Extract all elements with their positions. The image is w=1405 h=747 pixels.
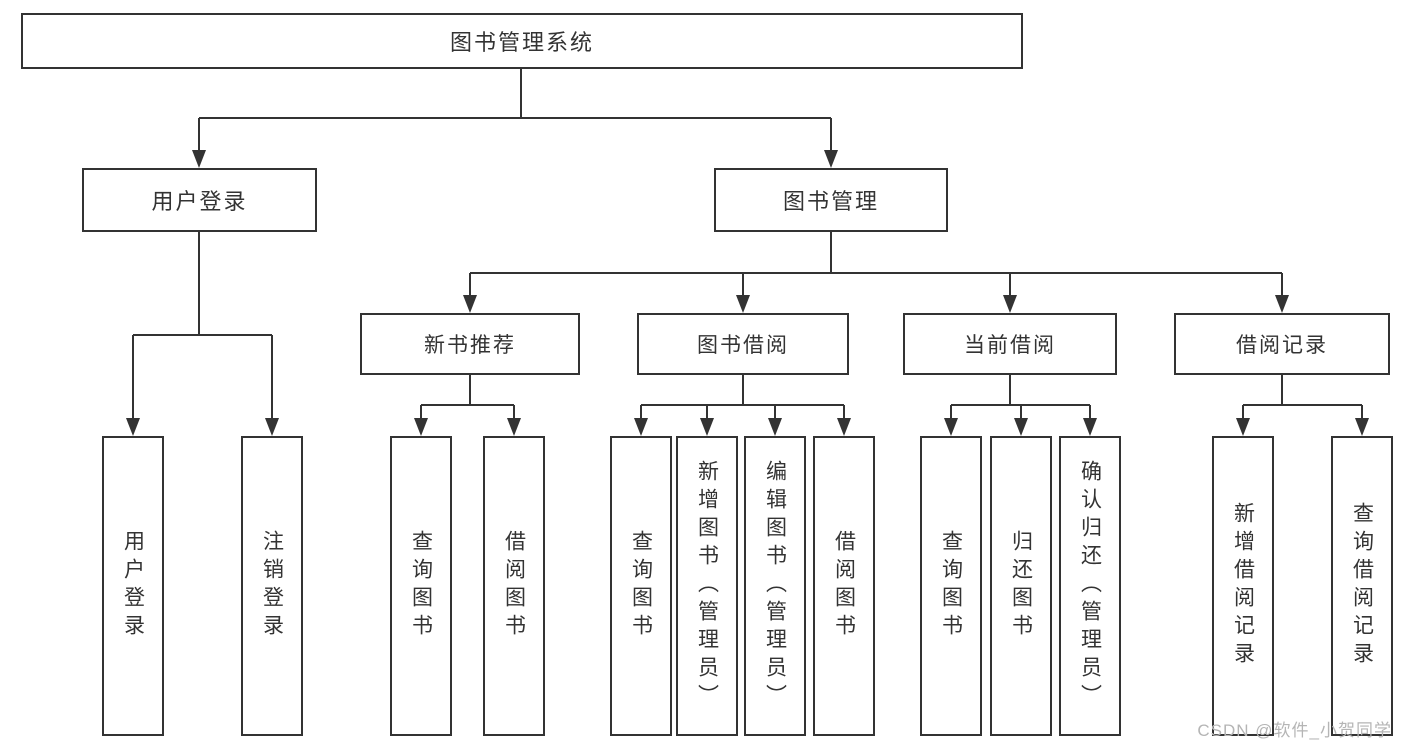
csdn-watermark: CSDN @软件_小贺同学 xyxy=(1197,721,1392,740)
arrow-down-icon xyxy=(944,418,958,436)
node-user-login: 用户登录 xyxy=(82,168,317,232)
arrow-down-icon xyxy=(1083,418,1097,436)
arrow-down-icon xyxy=(768,418,782,436)
arrow-down-icon xyxy=(736,295,750,313)
arrow-down-icon xyxy=(507,418,521,436)
connector-current-to-leaves xyxy=(950,375,1091,421)
arrow-down-icon xyxy=(192,150,206,168)
arrow-down-icon xyxy=(1236,418,1250,436)
arrow-down-icon xyxy=(265,418,279,436)
leaf-query-books-3: 查询图书 xyxy=(920,436,982,736)
node-current-borrowing: 当前借阅 xyxy=(903,313,1117,375)
node-book-borrowing: 图书借阅 xyxy=(637,313,849,375)
connector-userlogin-to-leaves xyxy=(132,232,273,421)
arrow-down-icon xyxy=(700,418,714,436)
arrow-down-icon xyxy=(1003,295,1017,313)
node-new-book-recommend: 新书推荐 xyxy=(360,313,580,375)
arrow-down-icon xyxy=(1275,295,1289,313)
connector-bookmgmt-to-level3 xyxy=(469,232,1283,298)
leaf-borrow-books-2: 借阅图书 xyxy=(813,436,875,736)
arrow-down-icon xyxy=(463,295,477,313)
leaf-query-borrow-record: 查询借阅记录 xyxy=(1331,436,1393,736)
arrow-down-icon xyxy=(634,418,648,436)
leaf-add-book-admin: 新增图书（管理员） xyxy=(676,436,738,736)
arrow-down-icon xyxy=(824,150,838,168)
node-borrow-records: 借阅记录 xyxy=(1174,313,1390,375)
arrow-down-icon xyxy=(126,418,140,436)
node-root-system: 图书管理系统 xyxy=(21,13,1023,69)
node-book-management: 图书管理 xyxy=(714,168,948,232)
arrow-down-icon xyxy=(837,418,851,436)
connector-records-to-leaves xyxy=(1242,375,1363,421)
leaf-add-borrow-record: 新增借阅记录 xyxy=(1212,436,1274,736)
leaf-query-books-1: 查询图书 xyxy=(390,436,452,736)
leaf-confirm-return-admin: 确认归还（管理员） xyxy=(1059,436,1121,736)
leaf-query-books-2: 查询图书 xyxy=(610,436,672,736)
leaf-user-login: 用户登录 xyxy=(102,436,164,736)
connector-root-to-level2 xyxy=(198,69,832,152)
leaf-edit-book-admin: 编辑图书（管理员） xyxy=(744,436,806,736)
leaf-borrow-books-1: 借阅图书 xyxy=(483,436,545,736)
leaf-logout: 注销登录 xyxy=(241,436,303,736)
leaf-return-book: 归还图书 xyxy=(990,436,1052,736)
arrow-down-icon xyxy=(1014,418,1028,436)
arrow-down-icon xyxy=(414,418,428,436)
arrow-down-icon xyxy=(1355,418,1369,436)
connector-borrowing-to-leaves xyxy=(640,375,845,421)
connector-newbook-to-leaves xyxy=(420,375,515,421)
